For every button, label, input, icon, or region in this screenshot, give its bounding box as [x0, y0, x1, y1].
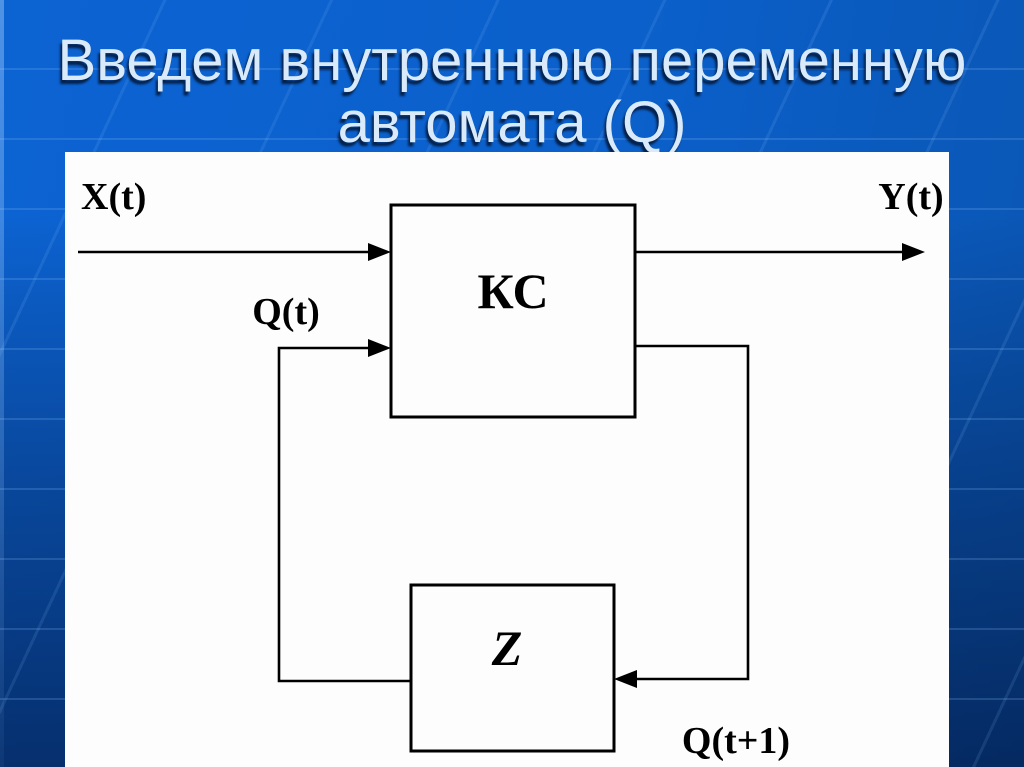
slide-left-edge-highlight — [0, 0, 4, 767]
title-line-2: автомата (Q) — [337, 90, 687, 155]
title-line-1: Введем внутреннюю переменную — [57, 28, 967, 93]
z-block — [409, 583, 616, 753]
kc-block-label: КС — [477, 263, 548, 319]
feedback-arrowhead — [614, 670, 637, 688]
q-state-arrowhead — [368, 339, 391, 357]
q-state-label: Q(t) — [252, 291, 320, 333]
x-input-arrowhead — [368, 243, 391, 261]
y-output-label: Y(t) — [878, 176, 943, 218]
kc-block — [389, 203, 637, 419]
q-state-line — [277, 346, 411, 683]
automaton-diagram: КС Z X(t) Y(t) Q(t) Q(t+1) — [78, 176, 944, 762]
diagram-panel: КС Z X(t) Y(t) Q(t) Q(t+1) — [65, 152, 949, 767]
y-output-arrowhead — [902, 243, 925, 261]
page-title: Введем внутреннюю переменную автомата (Q… — [0, 30, 1024, 154]
feedback-line — [635, 344, 750, 681]
z-block-label: Z — [491, 620, 523, 676]
x-input-label: X(t) — [81, 176, 146, 218]
q-next-state-label: Q(t+1) — [682, 720, 790, 762]
